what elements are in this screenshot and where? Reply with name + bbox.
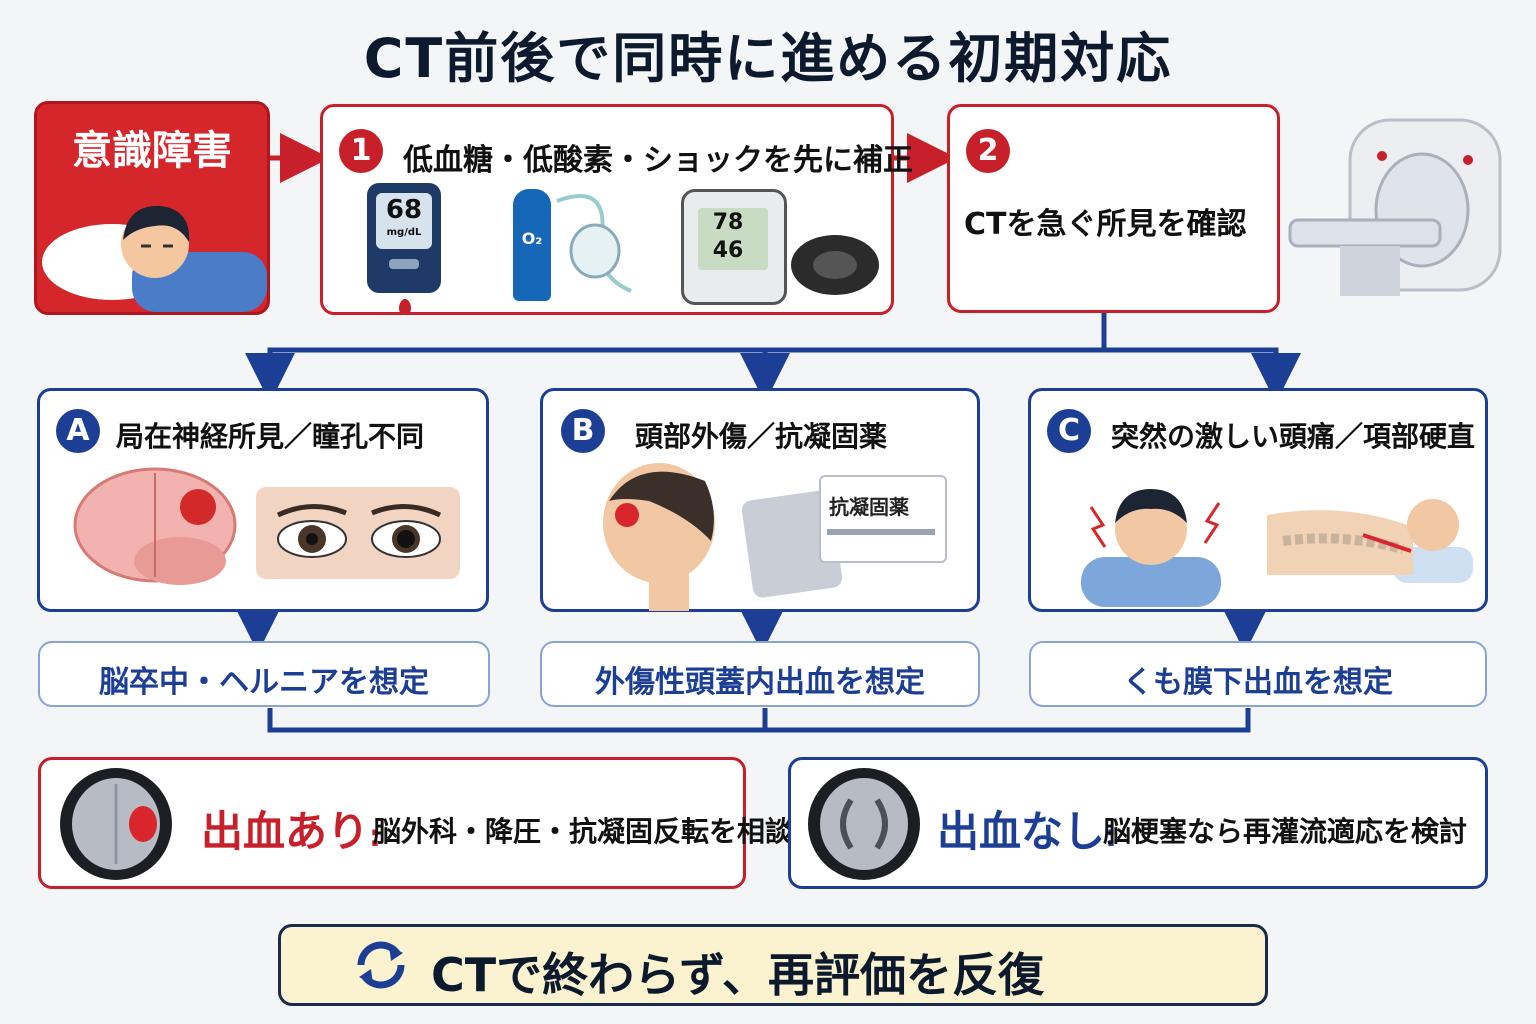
ct-scanner-icon	[1288, 118, 1502, 296]
step2-label: CTを急ぐ所見を確認	[964, 207, 1247, 242]
branch-b-letter: B	[561, 409, 605, 453]
outcome-nobleed-text: 脳梗塞なら再灌流適応を検討	[1103, 815, 1468, 848]
result-c-label: くも膜下出血を想定	[1123, 665, 1393, 700]
ct-normal-icon	[808, 768, 920, 880]
branch-a-letter: A	[56, 409, 100, 453]
eyes-icon	[256, 487, 460, 579]
branch-b-label: 頭部外傷／抗凝固薬	[635, 420, 888, 453]
branch-a-box: A 局在神経所見／瞳孔不同	[37, 388, 489, 612]
start-box: 意識障害	[34, 101, 270, 315]
bp-cuff-icon	[791, 235, 879, 295]
branch-b-box: B 頭部外傷／抗凝固薬 抗凝固薬	[540, 388, 980, 612]
oxygen-label: O₂	[521, 229, 543, 248]
bp-monitor-icon: 78 46	[681, 189, 787, 305]
outcome-nobleed-box: 出血なし: 脳梗塞なら再灌流適応を検討	[788, 757, 1488, 889]
page-title: CT前後で同時に進める初期対応	[363, 27, 1173, 90]
patient-lying-icon	[42, 205, 267, 312]
footer-text: CTで終わらず、再評価を反復	[431, 948, 1044, 1002]
footer-banner: CTで終わらず、再評価を反復	[278, 924, 1268, 1006]
branch-c-box: C 突然の激しい頭痛／項部硬直	[1028, 388, 1488, 612]
result-a-box: 脳卒中・ヘルニアを想定	[38, 641, 490, 707]
branch-c-letter: C	[1047, 409, 1091, 453]
outcome-bleed-head: 出血あり:	[201, 807, 382, 856]
step1-label: 低血糖・低酸素・ショックを先に補正	[403, 143, 913, 178]
outcome-nobleed-sep: :	[1105, 819, 1118, 854]
repeat-icon	[357, 941, 405, 989]
result-a-label: 脳卒中・ヘルニアを想定	[99, 665, 429, 700]
result-b-box: 外傷性頭蓋内出血を想定	[540, 641, 980, 707]
outcome-bleed-text: 脳外科・降圧・抗凝固反転を相談	[373, 815, 794, 848]
step1-number: 1	[339, 129, 383, 173]
step2-box: 2 CTを急ぐ所見を確認	[947, 104, 1280, 313]
result-c-box: くも膜下出血を想定	[1029, 641, 1487, 707]
bp-diastolic: 46	[712, 238, 744, 263]
branch-c-label: 突然の激しい頭痛／項部硬直	[1111, 420, 1476, 453]
outcome-bleed-sep: :	[369, 819, 382, 854]
bp-systolic: 78	[712, 210, 744, 235]
brain-icon	[73, 467, 237, 585]
branch-a-label: 局在神経所見／瞳孔不同	[116, 420, 425, 453]
step2-number: 2	[966, 129, 1010, 173]
glucometer-icon: 68 mg/dL	[367, 183, 441, 315]
anticoagulant-box-icon: 抗凝固薬	[819, 475, 947, 563]
head-injury-icon	[603, 463, 715, 611]
outcome-bleed-box: 出血あり: 脳外科・降圧・抗凝固反転を相談	[38, 757, 793, 889]
neck-stiffness-icon	[1267, 499, 1473, 583]
oxygen-mask-icon	[556, 194, 632, 293]
result-b-label: 外傷性頭蓋内出血を想定	[595, 665, 925, 700]
ct-bleed-icon	[60, 768, 172, 880]
anticoagulant-box-label: 抗凝固薬	[829, 495, 909, 519]
oxygen-tank-icon: O₂	[513, 189, 551, 301]
step1-box: 1 低血糖・低酸素・ショックを先に補正 68 mg/dL O₂ 78 46	[320, 104, 913, 315]
outcome-nobleed-head: 出血なし:	[937, 807, 1118, 856]
start-label: 意識障害	[72, 128, 232, 174]
glucose-value: 68	[385, 195, 423, 225]
glucose-unit: mg/dL	[386, 227, 422, 238]
headache-person-icon	[1081, 489, 1221, 607]
